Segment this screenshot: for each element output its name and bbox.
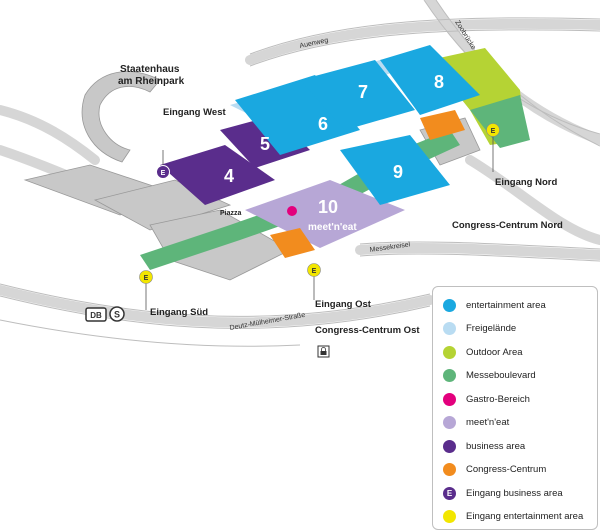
legend-swatch xyxy=(443,510,456,523)
cc-ost-parking-icon xyxy=(317,345,330,358)
entrance-sued-letter: E xyxy=(144,275,149,282)
legend-swatch xyxy=(443,416,456,429)
sbahn-icon-label: S xyxy=(114,310,120,320)
legend-swatch xyxy=(443,345,456,359)
eingang-west-label: Eingang West xyxy=(163,107,226,118)
legend-label: meet'n'eat xyxy=(466,417,510,428)
legend-swatch xyxy=(443,392,456,406)
db-icon: DB xyxy=(85,307,107,322)
legend-label: Congress-Centrum xyxy=(466,464,547,475)
eingang-ost-label: Eingang Ost xyxy=(315,299,372,310)
hall-7 xyxy=(300,60,415,130)
legend-label: Eingang business area xyxy=(466,487,563,499)
legend-swatch: E xyxy=(443,486,456,500)
congress-centrum-nord xyxy=(420,110,465,140)
legend-label: entertainment area xyxy=(466,299,546,311)
entrance-ost-marker: E xyxy=(307,263,321,300)
legend-label: Outdoor Area xyxy=(466,346,523,358)
legend-item: Freigelände xyxy=(443,321,516,337)
legend-item: Eingang entertainment area xyxy=(443,509,583,525)
staatenhaus-building xyxy=(81,71,161,163)
db-icon-label: DB xyxy=(90,311,102,320)
gastro-marker xyxy=(287,206,297,216)
piazza-label: Piazza xyxy=(220,210,242,217)
sbahn-icon: S xyxy=(109,306,125,322)
hall-5-label: 5 xyxy=(260,134,270,154)
hall-10-label: 10 xyxy=(318,197,338,217)
hall-4 xyxy=(160,145,275,205)
legend-swatch xyxy=(443,322,456,335)
hall-7-label: 7 xyxy=(358,82,368,102)
meet-n-eat-area xyxy=(245,180,405,248)
legend-swatch xyxy=(443,439,456,453)
legend-item: Outdoor Area xyxy=(443,344,523,360)
hall-8-label: 8 xyxy=(434,72,444,92)
meet-n-eat-label: meet'n'eat xyxy=(308,222,357,233)
hall-8 xyxy=(380,45,480,115)
legend-label: Gastro-Bereich xyxy=(466,393,530,405)
congress-centrum-ost xyxy=(270,228,315,258)
entrance-ost-letter: E xyxy=(312,268,317,275)
legend-swatch xyxy=(443,463,456,476)
road-network xyxy=(0,0,600,328)
hall-4-label: 4 xyxy=(224,166,234,186)
hall-9 xyxy=(340,135,450,205)
staatenhaus-label: Staatenhaus xyxy=(120,64,180,75)
legend-item: Messeboulevard xyxy=(443,368,536,384)
eingang-sued-label: Eingang Süd xyxy=(150,307,208,318)
legend-swatch xyxy=(443,369,456,382)
rheinpark-label: am Rheinpark xyxy=(118,76,185,87)
entrance-west-marker: E xyxy=(156,150,170,179)
legend-label: business area xyxy=(466,440,526,452)
hall-6-label: 6 xyxy=(318,114,328,134)
cc-nord-label: Congress-Centrum Nord xyxy=(452,220,563,231)
legend-label: Eingang entertainment area xyxy=(466,511,584,522)
entrance-west-letter: E xyxy=(161,170,166,177)
legend-swatch xyxy=(443,298,456,312)
legend-swatch-letter: E xyxy=(446,488,453,498)
legend-item: business area xyxy=(443,438,525,454)
legend-item: Gastro-Bereich xyxy=(443,391,530,407)
entrance-sued-marker: E xyxy=(139,270,153,310)
hall-9-label: 9 xyxy=(393,162,403,182)
legend-item: Congress-Centrum xyxy=(443,462,546,478)
entrance-nord-letter: E xyxy=(491,128,496,135)
legend-item: meet'n'eat xyxy=(443,415,509,431)
legend-label: Messeboulevard xyxy=(466,370,536,381)
legend-item: entertainment area xyxy=(443,297,546,313)
boulevard-east xyxy=(470,95,530,148)
legend-label: Freigelände xyxy=(466,323,517,334)
cc-ost-label: Congress-Centrum Ost xyxy=(315,325,420,336)
legend-item: E Eingang business area xyxy=(443,485,563,501)
eingang-nord-label: Eingang Nord xyxy=(495,177,557,188)
entrance-nord-marker: E xyxy=(486,123,500,172)
